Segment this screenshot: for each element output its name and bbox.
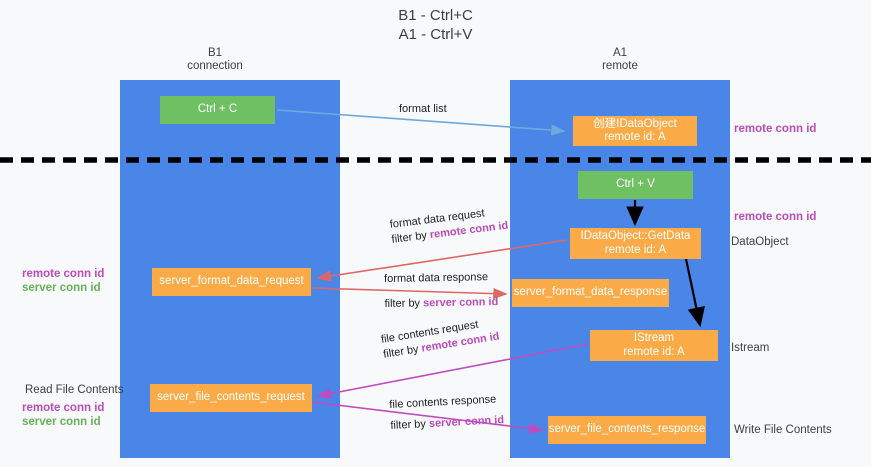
- arrow-file-contents-response: [311, 401, 544, 435]
- right-label-dataobject: DataObject: [731, 236, 789, 248]
- flow-label-format-data-response: format data response filter by server co…: [384, 270, 498, 312]
- arrow-format-data-response: [311, 287, 508, 300]
- column-header-a1-role: remote: [602, 59, 638, 72]
- box-ctrl-c-label: Ctrl + C: [197, 103, 238, 116]
- box-server-file-contents-response[interactable]: server_file_contents_response: [548, 416, 706, 444]
- box-ctrl-v-label: Ctrl + V: [616, 178, 655, 191]
- column-header-b1-name: B1: [207, 47, 223, 59]
- box-ctrl-v[interactable]: Ctrl + V: [578, 171, 693, 199]
- filter-prefix: filter by: [390, 417, 430, 432]
- left-label-remote-conn-id-bottom: remote conn id: [22, 402, 105, 414]
- box-create-idataobject[interactable]: 创建IDataObject remote id: A: [573, 116, 697, 146]
- box-server-file-contents-request-label: server_file_contents_request: [157, 391, 305, 404]
- box-create-idataobject-line1: 创建IDataObject: [593, 117, 677, 130]
- box-idataobject-getdata-line1: IDataObject::GetData: [580, 230, 691, 242]
- flow-label-format-data-response-line1: format data response: [384, 271, 489, 285]
- box-ctrl-c[interactable]: Ctrl + C: [160, 96, 275, 124]
- column-header-b1-role: connection: [187, 59, 243, 72]
- flow-label-file-contents-response: file contents response filter by server …: [389, 392, 504, 434]
- filter-prefix: filter by: [384, 297, 424, 310]
- key-server-conn-id: server conn id: [422, 296, 499, 310]
- right-label-remote-conn-id-top: remote conn id: [734, 123, 817, 135]
- box-server-format-data-response-label: server_format_data_response: [513, 286, 668, 299]
- filter-prefix: filter by: [390, 229, 431, 246]
- arrow-format-data-request: [316, 239, 568, 282]
- box-idataobject-getdata[interactable]: IDataObject::GetData remote id: A: [570, 228, 701, 259]
- arrow-getdata-to-istream: [684, 258, 705, 328]
- left-label-conn-id-group-bottom: remote conn id server conn id: [22, 402, 104, 429]
- box-idataobject-getdata-line2: remote id: A: [604, 243, 667, 256]
- box-server-file-contents-request[interactable]: server_file_contents_request: [150, 384, 312, 412]
- left-label-read-file-contents: Read File Contents: [25, 384, 124, 396]
- box-istream-line1: IStream: [633, 332, 675, 344]
- flow-label-format-data-response-line2: filter by server conn id: [384, 295, 498, 312]
- left-label-server-conn-id-bottom: server conn id: [22, 415, 101, 428]
- title-line-2: A1 - Ctrl+V: [398, 26, 473, 43]
- left-label-conn-id-group-mid: remote conn id server conn id: [22, 268, 104, 295]
- arrow-file-contents-request: [316, 343, 589, 400]
- title-line-1: B1 - Ctrl+C: [398, 7, 473, 24]
- arrow-format-list: [276, 109, 566, 136]
- box-create-idataobject-line2: remote id: A: [604, 131, 666, 143]
- column-header-a1: A1 remote: [560, 47, 680, 72]
- right-label-istream: Istream: [731, 342, 770, 354]
- box-istream[interactable]: IStream remote id: A: [590, 330, 718, 361]
- column-header-b1: B1 connection: [155, 47, 275, 72]
- box-istream-line2: remote id: A: [623, 345, 685, 358]
- key-server-conn-id: server conn id: [428, 414, 505, 430]
- flow-label-format-list: format list: [399, 103, 447, 115]
- diagram-title: B1 - Ctrl+C A1 - Ctrl+V: [0, 6, 871, 44]
- right-label-write-file-contents: Write File Contents: [734, 424, 832, 436]
- box-server-format-data-request[interactable]: server_format_data_request: [152, 268, 311, 296]
- column-header-a1-name: A1: [612, 47, 628, 59]
- box-server-format-data-response[interactable]: server_format_data_response: [512, 279, 669, 307]
- left-label-remote-conn-id-mid: remote conn id: [22, 268, 105, 280]
- right-label-remote-conn-id-mid: remote conn id: [734, 211, 817, 223]
- box-server-format-data-request-label: server_format_data_request: [159, 275, 304, 288]
- left-label-server-conn-id-mid: server conn id: [22, 281, 101, 294]
- box-server-file-contents-response-label: server_file_contents_response: [548, 423, 706, 436]
